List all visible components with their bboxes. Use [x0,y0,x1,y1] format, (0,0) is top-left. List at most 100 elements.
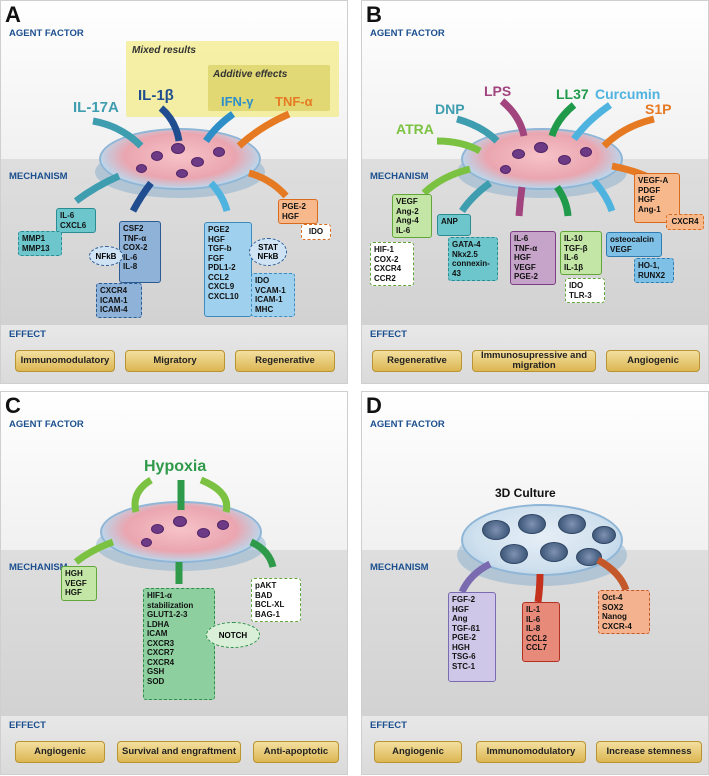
effect-increase-stemness: Increase stemness [596,741,702,763]
mixed-results-label: Mixed results [132,45,196,56]
agent-s1p: S1P [645,101,672,117]
petri-dish [461,128,623,190]
ellipse-nfkb: NFkB [89,246,123,266]
cell [217,520,229,530]
panel-d: D AGENT FACTOR MECHANISM EFFECT 3D Cultu… [361,391,709,775]
box-anp: ANP [437,214,471,236]
cell [512,149,525,159]
spheroid [518,514,546,534]
cell [151,524,164,534]
panel-letter: B [366,2,382,27]
effect-regenerative: Regenerative [235,350,335,372]
effect-label: EFFECT [370,329,407,340]
agent-tnfa: TNF-α [275,94,313,109]
agent-lps: LPS [484,83,512,99]
effect-label: EFFECT [9,720,46,731]
petri-dish [100,501,262,563]
agent-il17a: IL-17A [73,99,119,116]
effect-immunosupressive-migration: Immunosupressive and migration [472,350,596,372]
panel-letter: D [366,393,382,418]
effect-survival-engraftment: Survival and engraftment [117,741,241,763]
cell [558,155,571,165]
mechanism-label: MECHANISM [9,562,68,573]
panel-b: B AGENT FACTOR MECHANISM EFFECT ATRA DNP… [361,0,709,384]
mechanism-label: MECHANISM [370,171,429,182]
cell [176,169,188,178]
cell [197,528,210,538]
effect-angiogenic: Angiogenic [15,741,105,763]
agent-ll37: LL37 [556,86,589,102]
mechanism-label: MECHANISM [370,562,429,573]
panel-c: C AGENT FACTOR MECHANISM EFFECT Hypoxia … [0,391,348,775]
cell [136,164,147,173]
spheroid [482,520,510,540]
effect-label: EFFECT [370,720,407,731]
box-ido-2: IDO [301,224,331,240]
spheroid [558,514,586,534]
effect-migratory: Migratory [125,350,225,372]
box-cxcr4: CXCR4 [666,214,704,230]
agent-atra: ATRA [396,121,434,137]
cell [191,157,204,167]
agent-factor-label: AGENT FACTOR [370,28,445,39]
petri-dish [99,128,261,190]
cell [141,538,152,547]
cell [534,142,548,153]
cell [173,516,187,527]
effect-anti-apoptotic: Anti-apoptotic [253,741,339,763]
agent-factor-label: AGENT FACTOR [9,28,84,39]
ellipse-notch: NOTCH [206,622,260,648]
box-ho1: HO-1,RUNX2 [634,258,674,283]
effect-angiogenic: Angiogenic [606,350,700,372]
additive-effects-label: Additive effects [213,69,288,80]
agent-factor-label: AGENT FACTOR [9,419,84,430]
spheroid [540,542,568,562]
cell [580,147,592,157]
agent-dnp: DNP [435,101,465,117]
agent-factor-label: AGENT FACTOR [370,419,445,430]
panel-a: A AGENT FACTOR MECHANISM EFFECT Mixed re… [0,0,348,384]
cell [500,165,511,174]
effect-immunomodulatory: Immunomodulatory [476,741,586,763]
agent-hypoxia: Hypoxia [144,458,207,475]
mechanism-label: MECHANISM [9,171,68,182]
panel-letter: C [5,393,21,418]
spheroid [592,526,616,544]
cell [171,143,185,154]
cell [151,151,163,161]
effect-immunomodulatory: Immunomodulatory [15,350,115,372]
cell [213,147,225,157]
effect-angiogenic: Angiogenic [374,741,462,763]
agent-ifng: IFN-γ [221,94,254,109]
culture-label: 3D Culture [495,486,556,500]
effect-label: EFFECT [9,329,46,340]
additive-effects-region [208,65,330,111]
agent-curcumin: Curcumin [595,86,661,102]
panel-letter: A [5,2,21,27]
agent-il1b: IL-1β [138,87,174,104]
spheroid [576,548,602,566]
spheroid [500,544,528,564]
effect-regenerative: Regenerative [372,350,462,372]
